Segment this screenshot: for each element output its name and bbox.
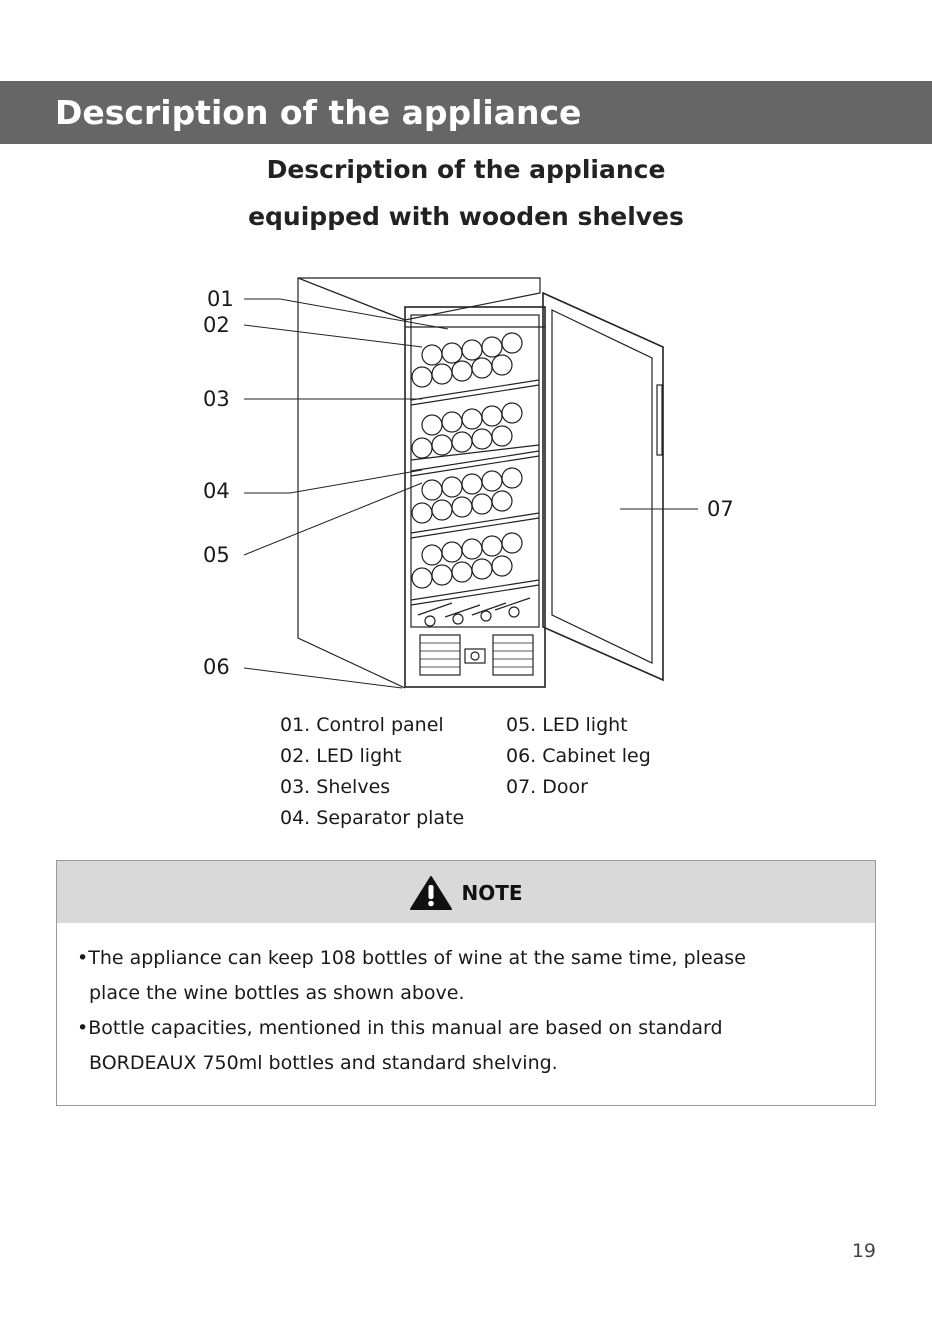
left-vent	[419, 634, 461, 676]
door-outline	[542, 291, 664, 682]
diagram-title-line-1: Description of the appliance	[266, 155, 666, 184]
callout-01: 01	[207, 287, 234, 311]
cabinet-front-frame	[404, 306, 546, 688]
header-bar: Description of the appliance	[0, 81, 932, 144]
door-handle	[656, 384, 663, 456]
shelf-4	[410, 579, 540, 601]
door-glass	[551, 309, 653, 664]
note-line-4: BORDEAUX 750ml bottles and standard shel…	[89, 1052, 558, 1074]
callout-07: 07	[707, 497, 734, 521]
legend-item-03: 03. Shelves	[280, 776, 391, 798]
cabinet-side-outline	[297, 277, 406, 689]
cabinet-top	[297, 277, 541, 321]
right-vent	[492, 634, 534, 676]
separator-plate	[410, 444, 540, 461]
callout-05: 05	[203, 543, 230, 567]
shelf-2	[410, 450, 540, 472]
legend-item-02: 02. LED light	[280, 745, 402, 767]
legend-item-05: 05. LED light	[506, 714, 628, 736]
bottom-bottles	[417, 597, 531, 627]
note-line-1: •The appliance can keep 108 bottles of w…	[77, 947, 746, 969]
note-line-2: place the wine bottles as shown above.	[89, 982, 465, 1004]
note-header: NOTE	[57, 861, 875, 923]
callout-04: 04	[203, 479, 230, 503]
callout-02: 02	[203, 313, 230, 337]
legend-item-07: 07. Door	[506, 776, 588, 798]
bottle-ends	[411, 332, 523, 589]
legend-item-01: 01. Control panel	[280, 714, 444, 736]
callout-03: 03	[203, 387, 230, 411]
wine-cooler-diagram	[243, 277, 698, 689]
warning-triangle-icon	[410, 876, 453, 910]
legend-item-04: 04. Separator plate	[280, 807, 465, 829]
note-box: NOTE •The appliance can keep 108 bottles…	[56, 860, 876, 1106]
diagram-title-line-2: equipped with wooden shelves	[248, 202, 684, 231]
shelf-3	[410, 512, 540, 534]
callout-06: 06	[203, 655, 230, 679]
note-title: NOTE	[461, 881, 523, 905]
shelf-1	[410, 379, 540, 401]
page-number: 19	[851, 1240, 876, 1262]
legend-item-06: 06. Cabinet leg	[506, 745, 651, 767]
page-title: Description of the appliance	[55, 93, 582, 132]
note-line-3: •Bottle capacities, mentioned in this ma…	[77, 1017, 723, 1039]
lock-knob	[464, 648, 486, 664]
